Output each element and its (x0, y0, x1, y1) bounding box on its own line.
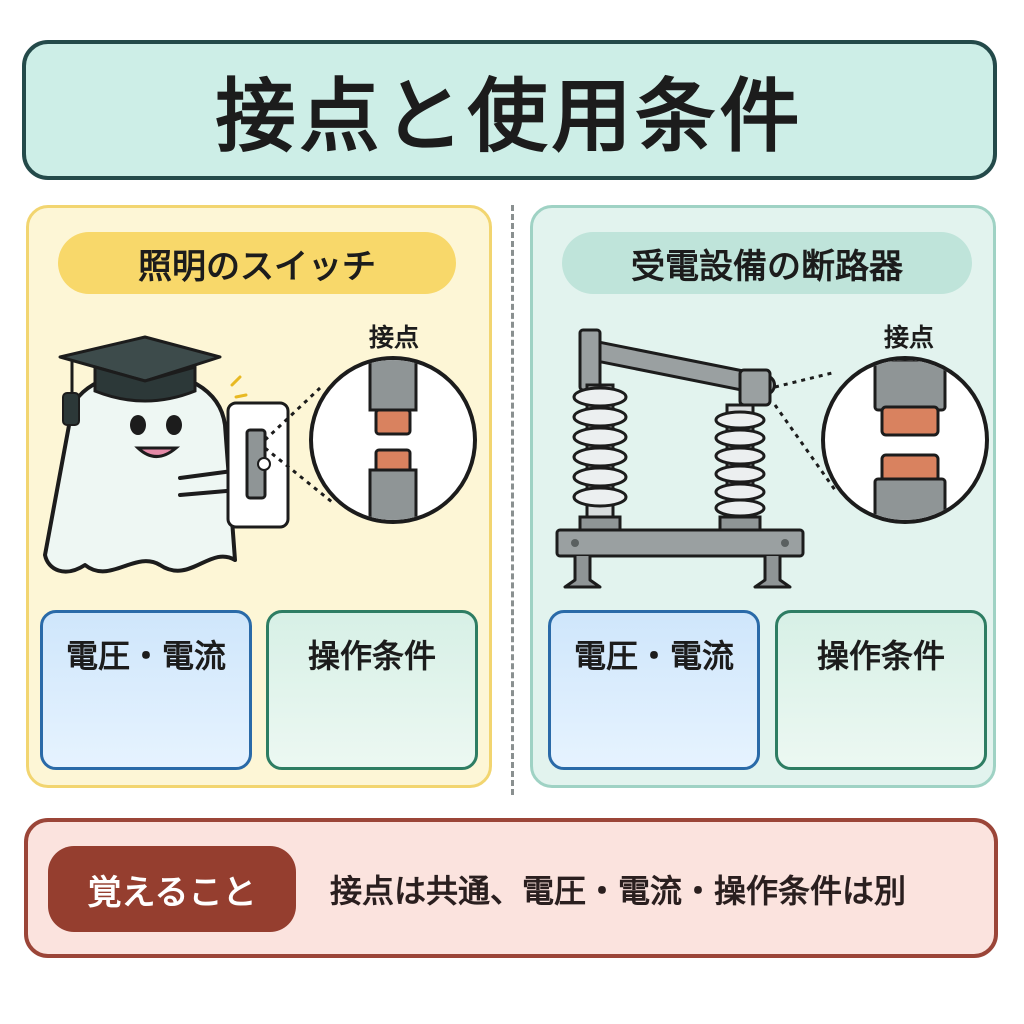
left-voltage-current-card: 電圧・電流 (40, 610, 252, 770)
page-title: 接点と使用条件 (215, 70, 804, 163)
graduation-cap-icon (58, 335, 248, 426)
right-voltage-current-label: 電圧・電流 (573, 637, 734, 675)
ghost-mascot-icon (43, 369, 259, 574)
left-panel-heading: 照明のスイッチ (58, 232, 456, 294)
right-zoom-lines (773, 371, 837, 491)
memo-label: 覚えること (48, 846, 296, 932)
right-operation-card: 操作条件 (775, 610, 987, 770)
left-contact-label: 接点 (369, 323, 420, 352)
disconnector-icon (555, 328, 805, 589)
left-operation-label: 操作条件 (307, 637, 436, 675)
memo-text: 接点は共通、電圧・電流・操作条件は別 (330, 872, 907, 910)
right-panel-heading: 受電設備の断路器 (562, 232, 972, 294)
right-insulator (714, 403, 766, 527)
right-operation-label: 操作条件 (816, 637, 945, 675)
right-contact-label: 接点 (884, 323, 935, 352)
right-voltage-current-card: 電圧・電流 (548, 610, 760, 770)
contact-closeup-icon (821, 356, 989, 524)
panel-divider (511, 205, 514, 795)
left-voltage-current-label: 電圧・電流 (65, 637, 226, 675)
contact-closeup-icon (309, 356, 477, 524)
title-banner: 接点と使用条件 (22, 40, 997, 180)
left-operation-card: 操作条件 (266, 610, 478, 770)
left-insulator (572, 383, 628, 527)
left-zoom-lines (263, 386, 333, 504)
